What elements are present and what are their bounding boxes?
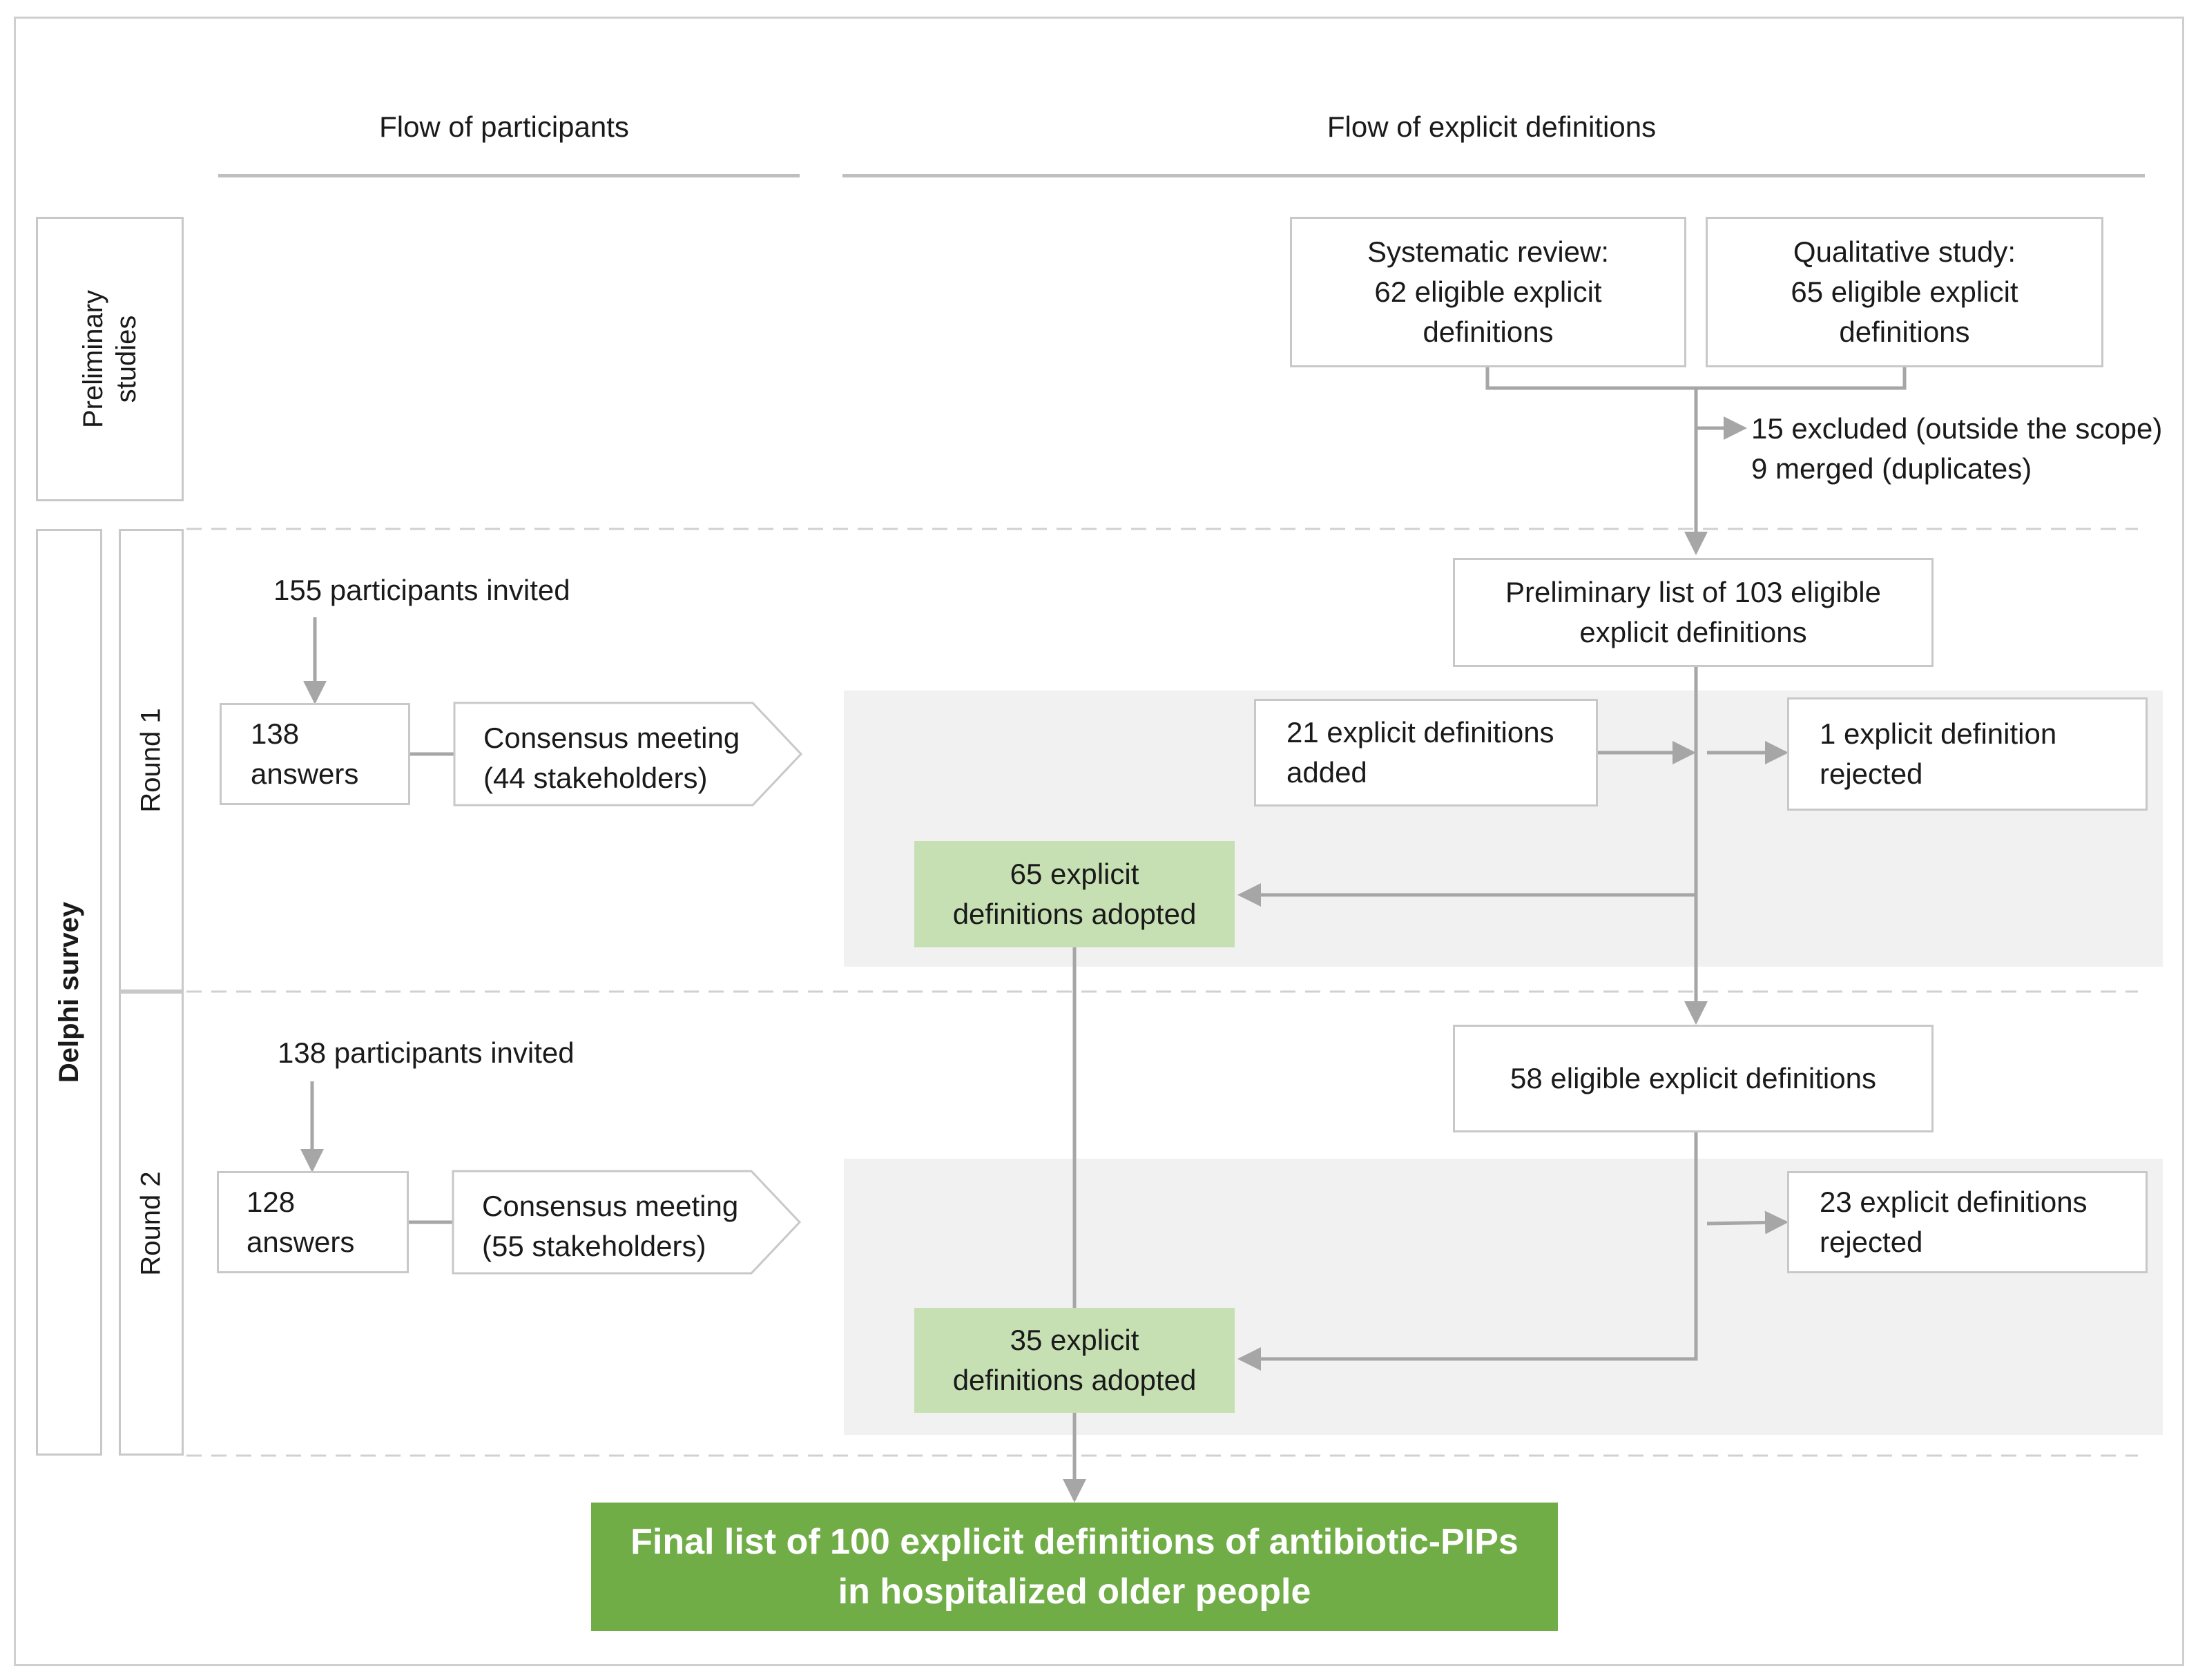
round1-adopted-box: 65 explicit definitions adopted: [914, 841, 1235, 947]
round2-label-box: [119, 992, 184, 1456]
preliminary-list-box: Preliminary list of 103 eligible explici…: [1453, 558, 1934, 667]
round2-answers-box: 128 answers: [217, 1171, 409, 1273]
qualitative-study-box: Qualitative study: 65 eligible explicit …: [1706, 217, 2103, 367]
delphi-survey-label-box: [36, 529, 102, 1456]
round2-consensus-text: Consensus meeting (55 stakeholders): [482, 1190, 739, 1262]
systematic-review-box: Systematic review: 62 eligible explicit …: [1290, 217, 1686, 367]
outer-frame: [14, 17, 2184, 1666]
excluded-merged-note: 15 excluded (outside the scope) 9 merged…: [1751, 412, 2163, 485]
definitions-header-rule: [842, 174, 2145, 177]
final-list-box: Final list of 100 explicit definitions o…: [591, 1503, 1558, 1631]
preliminary-studies-label-box: [36, 217, 184, 501]
round1-answers-box: 138 answers: [220, 703, 410, 805]
round1-rejected-box: 1 explicit definition rejected: [1787, 697, 2148, 811]
round2-rejected-box: 23 explicit definitions rejected: [1787, 1171, 2148, 1273]
participants-header: Flow of participants: [379, 110, 629, 143]
round1-added-box: 21 explicit definitions added: [1254, 699, 1598, 807]
round1-invited-text: 155 participants invited: [273, 574, 570, 606]
round1-label-box: [119, 529, 184, 992]
participants-header-rule: [218, 174, 800, 177]
round2-eligible-box: 58 eligible explicit definitions: [1453, 1025, 1934, 1132]
round2-adopted-box: 35 explicit definitions adopted: [914, 1308, 1235, 1413]
round1-consensus-text: Consensus meeting (44 stakeholders): [483, 722, 740, 794]
round2-invited-text: 138 participants invited: [278, 1036, 575, 1069]
definitions-header: Flow of explicit definitions: [1327, 110, 1657, 143]
